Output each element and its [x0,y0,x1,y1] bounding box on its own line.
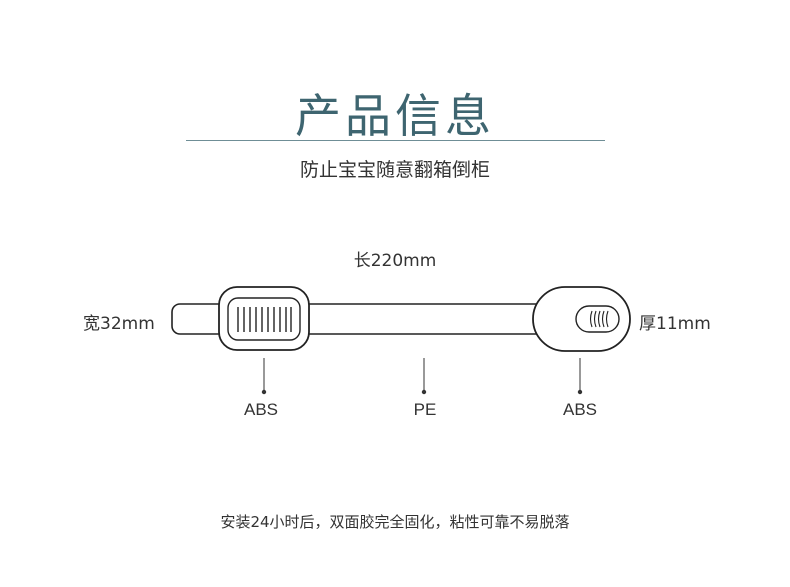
left-clip-ridges [237,307,292,332]
installation-note: 安装24小时后，双面胶完全固化，粘性可靠不易脱落 [220,513,570,531]
right-buckle-slot [575,305,620,333]
right-buckle-ridges [589,310,609,328]
title-divider [186,140,605,141]
left-clip-block [218,286,310,351]
material-label-middle: PE [413,400,437,419]
left-clip-inner [227,297,301,341]
width-label: 宽32mm [83,314,155,334]
pointer-dots [261,389,583,395]
material-pointers [263,358,581,390]
material-label-left: ABS [243,400,279,419]
page-subtitle: 防止宝宝随意翻箱倒柜 [299,159,490,181]
thickness-label: 厚11mm [639,314,711,334]
material-label-right: ABS [562,400,598,419]
page-title: 产品信息 [295,89,495,143]
length-label: 长220mm [353,251,437,271]
right-buckle-body [532,286,631,352]
